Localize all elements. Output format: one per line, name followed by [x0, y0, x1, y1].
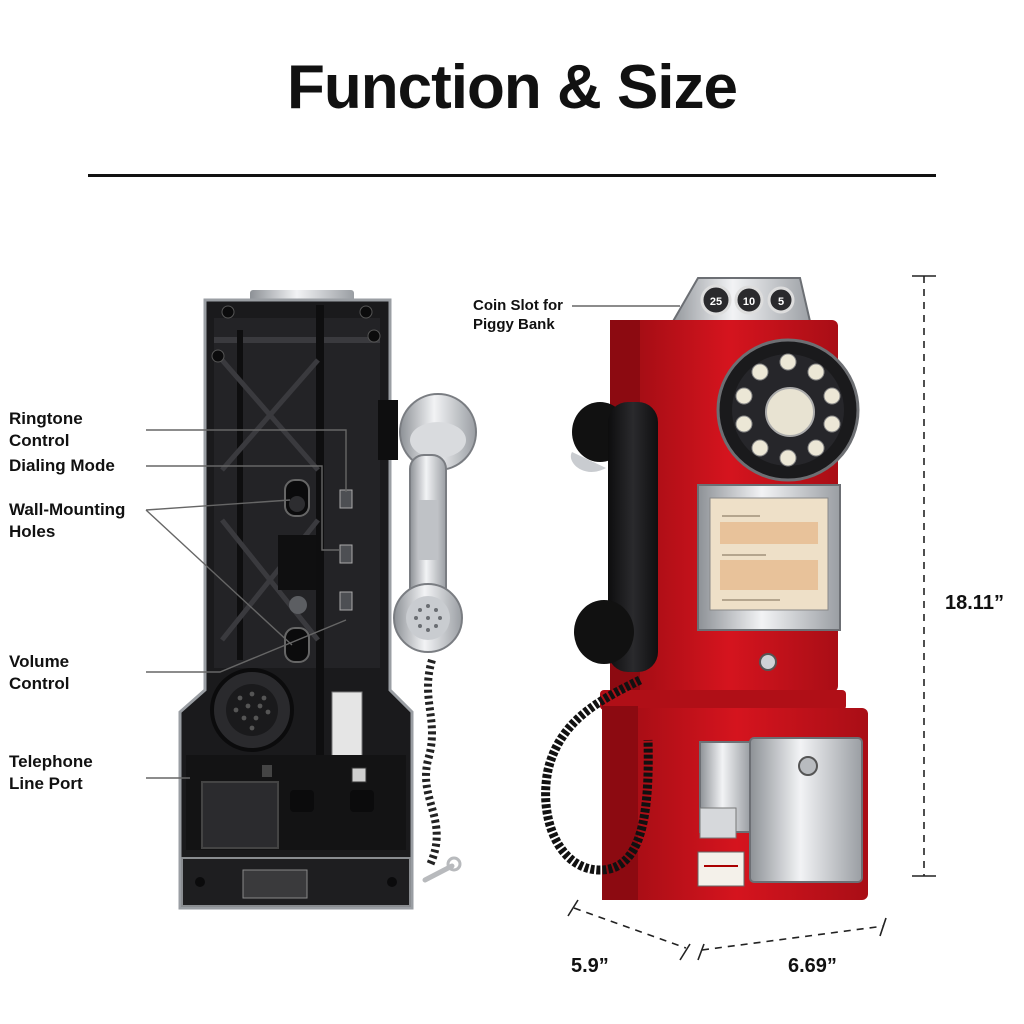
page-title: Function & Size — [287, 53, 738, 122]
back-view-phone — [178, 290, 462, 910]
back-view-handset — [393, 393, 477, 867]
dimension-lines — [567, 275, 936, 961]
title-divider — [88, 174, 936, 177]
front-view-phone — [600, 277, 868, 900]
depth-dimension: 5.9” — [571, 955, 609, 977]
width-dimension: 6.69” — [788, 955, 837, 977]
coin-label-5: 5 — [778, 296, 784, 308]
callout-leaders — [145, 429, 347, 779]
coin-label-25: 25 — [710, 296, 722, 308]
height-dimension: 18.11” — [945, 592, 1004, 614]
front-view-handset — [541, 402, 658, 875]
coin-label-10: 10 — [743, 296, 755, 308]
dialing-mode-label: Dialing Mode — [9, 456, 115, 475]
